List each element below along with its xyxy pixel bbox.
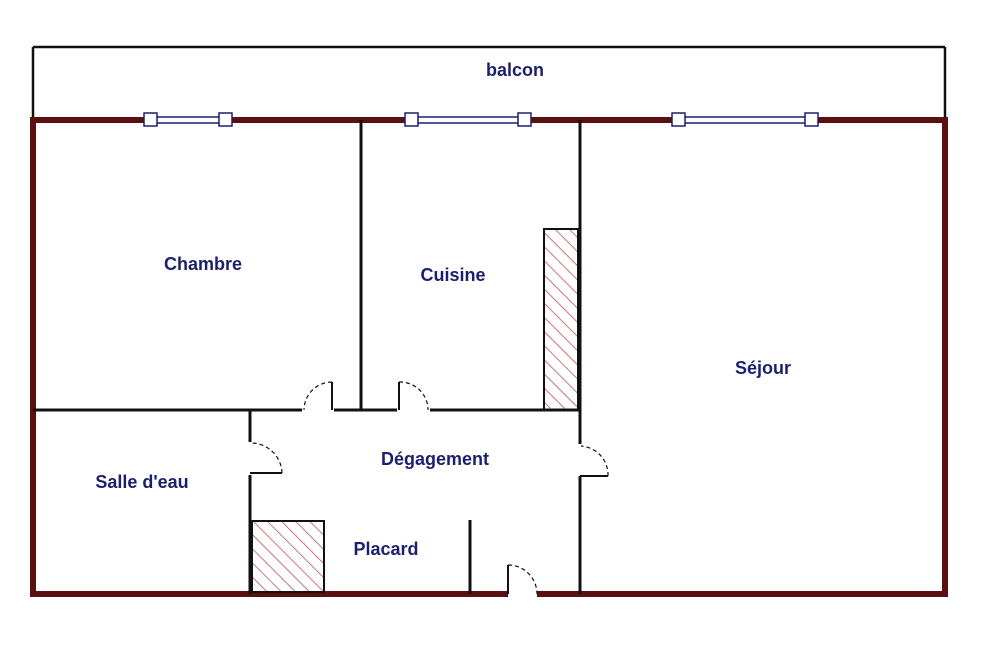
door-chambre bbox=[303, 381, 333, 411]
balcony-outline bbox=[31, 45, 947, 120]
hatched-column-cuisine bbox=[543, 228, 579, 411]
room-label-balcon: balcon bbox=[486, 60, 544, 80]
door-cuisine bbox=[398, 381, 429, 411]
room-label-cuisine: Cuisine bbox=[420, 265, 485, 285]
room-label-degagement: Dégagement bbox=[381, 449, 489, 469]
door-salle-deau bbox=[250, 442, 283, 474]
hatched-column-placard bbox=[251, 520, 325, 593]
window-sejour bbox=[671, 112, 819, 127]
door-entrance bbox=[507, 564, 538, 595]
room-label-placard: Placard bbox=[353, 539, 418, 559]
exterior-walls bbox=[30, 117, 948, 597]
room-label-sejour: Séjour bbox=[735, 358, 791, 378]
room-label-chambre: Chambre bbox=[164, 254, 242, 274]
window-chambre bbox=[143, 112, 233, 127]
window-cuisine bbox=[404, 112, 532, 127]
door-sejour bbox=[580, 445, 609, 477]
room-label-salle-deau: Salle d'eau bbox=[95, 472, 188, 492]
